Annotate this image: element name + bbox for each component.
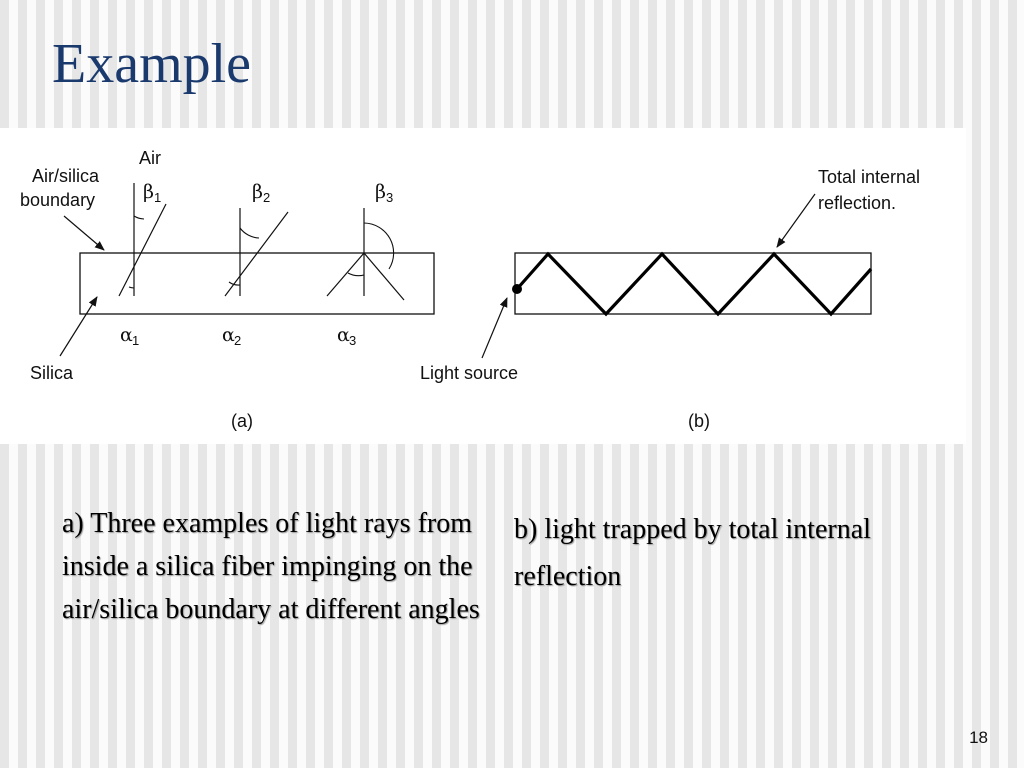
light-ray-2 [224, 211, 289, 297]
alpha-1-subscript: 1 [132, 333, 139, 348]
beta-2-symbol: β [252, 181, 263, 203]
fiber-diagram-svg: Air Air/silica boundary Silica β 1 β 2 β… [20, 148, 920, 431]
beta-1-symbol: β [143, 181, 154, 203]
light-ray-1 [118, 203, 167, 297]
light-source-label: Light source [420, 363, 518, 383]
light-ray-3-reflected [363, 252, 405, 301]
silica-slab-b [514, 252, 872, 315]
boundary-label-line1: Air/silica [32, 166, 100, 186]
panel-a-label: (a) [231, 411, 253, 431]
alpha-2-symbol: α [222, 324, 235, 346]
alpha-arc-1 [128, 286, 135, 289]
light-source-dot [512, 284, 522, 294]
silica-slab-a [79, 252, 435, 315]
light-source-arrow [481, 297, 508, 359]
silica-label: Silica [30, 363, 74, 383]
boundary-arrow [63, 215, 105, 251]
boundary-label-line2: boundary [20, 190, 95, 210]
air-label: Air [139, 148, 161, 168]
beta-arc-3 [363, 222, 395, 270]
slide-title: Example [52, 33, 252, 95]
tir-label-line1: Total internal [818, 167, 920, 187]
beta-arc-1 [133, 215, 145, 220]
light-ray-3-incident [326, 252, 365, 297]
tir-arrow [776, 193, 816, 248]
beta-arc-2 [239, 227, 260, 239]
beta-1-subscript: 1 [154, 190, 161, 205]
fiber-diagram: Air Air/silica boundary Silica β 1 β 2 β… [0, 128, 966, 444]
beta-3-subscript: 3 [386, 190, 393, 205]
alpha-2-subscript: 2 [234, 333, 241, 348]
ray-3 [326, 208, 405, 301]
beta-3-symbol: β [375, 181, 386, 203]
alpha-arc-3 [347, 272, 365, 277]
alpha-3-symbol: α [337, 324, 350, 346]
beta-2-subscript: 2 [263, 190, 270, 205]
page-number: 18 [969, 728, 988, 747]
alpha-3-subscript: 3 [349, 333, 356, 348]
tir-label-line2: reflection. [818, 193, 896, 213]
caption-a: a) Three examples of light rays from ins… [62, 508, 480, 625]
caption-b: b) light trapped by total internal refle… [514, 514, 871, 592]
zigzag-light-path [515, 251, 873, 317]
ray-2 [224, 208, 289, 297]
alpha-1-symbol: α [120, 324, 133, 346]
ray-1 [118, 183, 167, 297]
silica-arrow [59, 296, 98, 357]
panel-b-label: (b) [688, 411, 710, 431]
alpha-arc-2 [228, 281, 241, 286]
